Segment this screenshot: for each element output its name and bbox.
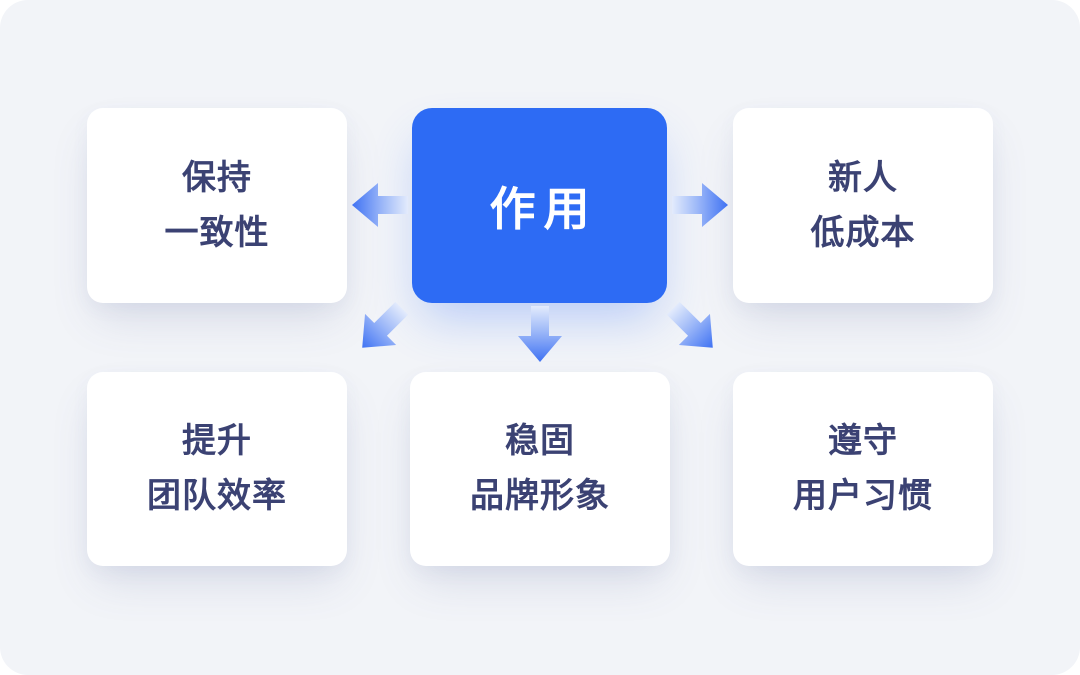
arrow-down-left-icon (345, 291, 419, 365)
arrow-right-icon (672, 181, 728, 229)
node-line: 一致性 (164, 213, 270, 252)
arrow-down-right-icon (656, 291, 730, 365)
center-node-label: 作用 (489, 182, 598, 235)
node-line: 用户习惯 (793, 477, 933, 515)
node-line: 稳固 (505, 422, 575, 460)
arrow-left-icon (352, 181, 408, 229)
node-bottom-right: 遵守 用户习惯 (733, 372, 993, 566)
node-bottom-left: 提升 团队效率 (87, 372, 347, 566)
node-line: 品牌形象 (470, 477, 610, 515)
node-bottom-left-label: 提升 团队效率 (147, 414, 287, 524)
node-line: 低成本 (810, 213, 916, 252)
node-line: 遵守 (828, 422, 898, 460)
node-bottom-right-label: 遵守 用户习惯 (793, 414, 933, 524)
node-top-right: 新人 低成本 (733, 108, 993, 303)
arrow-down-icon (516, 306, 564, 362)
node-top-right-label: 新人 低成本 (811, 151, 916, 261)
center-node: 作用 (412, 108, 667, 303)
node-top-left-label: 保持 一致性 (165, 151, 270, 261)
node-bottom-center: 稳固 品牌形象 (410, 372, 670, 566)
node-line: 新人 (828, 158, 898, 197)
node-line: 提升 (182, 422, 252, 460)
node-top-left: 保持 一致性 (87, 108, 347, 303)
node-line: 保持 (182, 158, 252, 197)
node-bottom-center-label: 稳固 品牌形象 (470, 414, 610, 524)
node-line: 团队效率 (147, 477, 287, 515)
